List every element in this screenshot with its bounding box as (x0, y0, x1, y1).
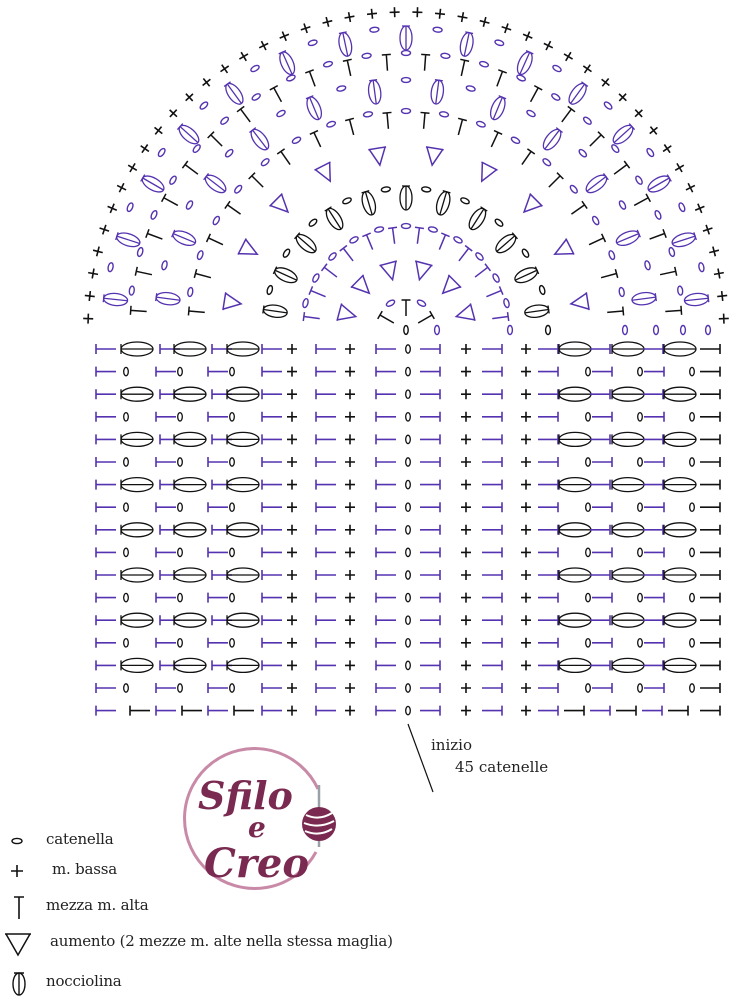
chart-row (95, 657, 721, 674)
logo-word-sfilo: Sfilo (198, 773, 293, 818)
brand-logo: Sfilo e Creo (176, 747, 342, 897)
chart-row (95, 705, 721, 716)
aumento-icon (5, 933, 31, 957)
yarn-ball-icon (302, 807, 336, 841)
start-pointer-line (407, 723, 434, 793)
legend-label: m. bassa (52, 860, 118, 878)
chart-body (95, 341, 721, 716)
legend-item-aumento: aumento (2 mezze m. alte nella stessa ma… (0, 928, 420, 958)
chart-row (95, 431, 721, 448)
nocciolina-icon (12, 972, 26, 996)
chart-row (95, 547, 721, 558)
arch-round (302, 222, 514, 336)
m-bassa-icon (11, 865, 23, 877)
start-label: inizio (431, 736, 472, 754)
chart-row (95, 386, 721, 402)
legend-label: mezza m. alta (46, 896, 149, 914)
logo-word-creo: Creo (204, 840, 309, 887)
chart-row (95, 411, 721, 422)
start-chain-count: 45 catenelle (455, 758, 549, 776)
legend-item-mezza-alta: mezza m. alta (0, 892, 420, 922)
arch-round (187, 107, 629, 336)
chart-row (95, 522, 721, 538)
chart-row (95, 457, 721, 467)
arch-round (262, 185, 552, 336)
legend-label: nocciolina (46, 972, 122, 990)
chart-row (95, 612, 721, 628)
chart-row (95, 341, 721, 357)
arch-round (377, 299, 441, 336)
legend-label: catenella (46, 830, 114, 848)
mezza-alta-icon (14, 896, 24, 919)
arch-round (83, 7, 729, 324)
chart-row (95, 366, 721, 377)
legend-label: aumento (2 mezze m. alte nella stessa ma… (50, 932, 393, 950)
arch-round (128, 49, 687, 336)
arch-round (222, 146, 590, 311)
chart-row (95, 637, 721, 648)
legend-item-catenella: catenella (0, 826, 420, 856)
start-annotation: inizio 45 catenelle (405, 722, 605, 802)
chart-row (95, 502, 721, 513)
chart-arch (83, 7, 729, 336)
chart-row (95, 592, 721, 603)
chart-row (95, 476, 721, 493)
crochet-chart (83, 7, 729, 716)
catenella-icon (11, 837, 23, 845)
arch-round (155, 76, 660, 336)
legend-item-nocciolina: nocciolina (0, 968, 420, 998)
legend-item-m-bassa: m. bassa (0, 856, 420, 886)
arch-round (336, 260, 476, 322)
chart-row (95, 567, 721, 583)
logo-word-e: e (248, 811, 266, 844)
logo-ring (183, 747, 320, 891)
chart-row (95, 683, 721, 693)
